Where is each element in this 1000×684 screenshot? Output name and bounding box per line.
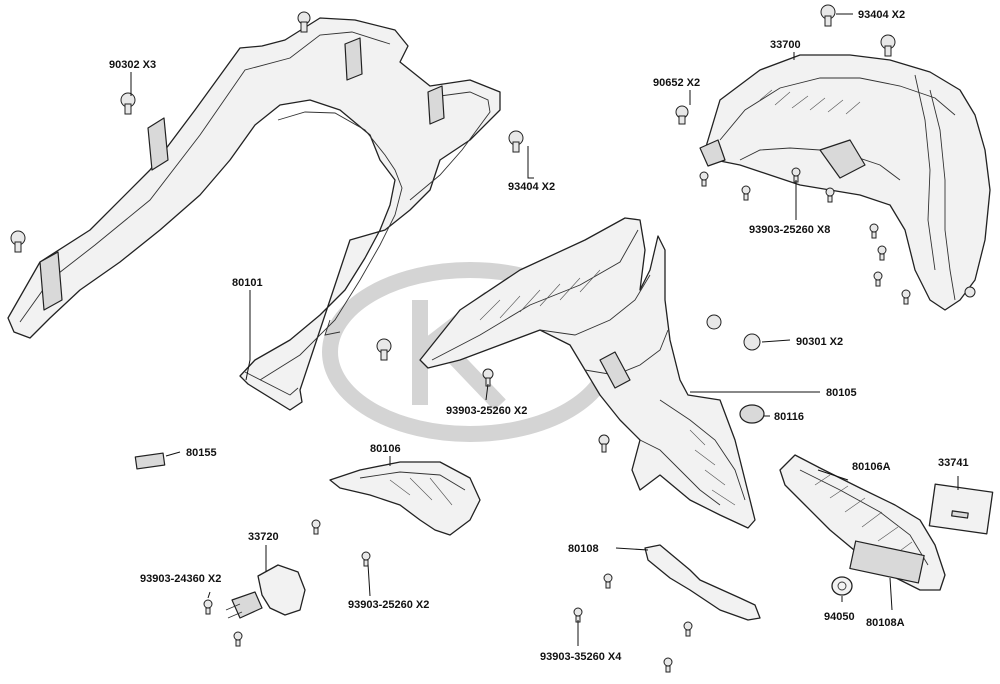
label-80105: 80105 <box>826 387 857 399</box>
screw-set <box>10 4 976 673</box>
label-93903-25260-x2-b: 93903-25260 X2 <box>348 599 429 611</box>
label-93903-35260: 93903-35260 X4 <box>540 651 622 663</box>
part-33720-bulb-socket <box>225 564 306 619</box>
label-93903-24360: 93903-24360 X2 <box>140 573 221 585</box>
reflector-slot <box>951 510 969 519</box>
label-90301: 90301 X2 <box>796 336 843 348</box>
part-80108-strip <box>644 544 761 621</box>
part-80155-label <box>134 452 166 470</box>
label-80108a: 80108A <box>866 617 905 629</box>
label-93404-mid: 93404 X2 <box>508 181 555 193</box>
label-94050: 94050 <box>824 611 855 623</box>
label-90652: 90652 X2 <box>653 77 700 89</box>
part-80116-grommet <box>739 404 765 424</box>
leader-lines <box>130 13 959 646</box>
part-labels: 90302 X3 93404 X2 93404 X2 33700 90652 X… <box>109 9 969 663</box>
label-80101: 80101 <box>232 277 263 289</box>
label-80108: 80108 <box>568 543 599 555</box>
label-93903-25260-x2-a: 93903-25260 X2 <box>446 405 527 417</box>
label-93903-25260-x8: 93903-25260 X8 <box>749 224 830 236</box>
label-80106: 80106 <box>370 443 401 455</box>
label-80155: 80155 <box>186 447 217 459</box>
label-93404-top: 93404 X2 <box>858 9 905 21</box>
part-80101-rear-frame <box>7 17 501 411</box>
label-33720: 33720 <box>248 531 279 543</box>
label-33700: 33700 <box>770 39 801 51</box>
label-33741: 33741 <box>938 457 969 469</box>
label-80116: 80116 <box>774 411 804 423</box>
label-90302: 90302 X3 <box>109 59 156 71</box>
part-80108a-plate <box>849 540 925 584</box>
part-80106-cover <box>329 461 481 536</box>
part-33741-reflector <box>928 483 994 535</box>
part-80105-rear-fender <box>419 217 756 529</box>
label-80106a: 80106A <box>852 461 891 473</box>
part-94050-nut <box>831 576 853 596</box>
part-33700-tail-light <box>699 54 991 311</box>
